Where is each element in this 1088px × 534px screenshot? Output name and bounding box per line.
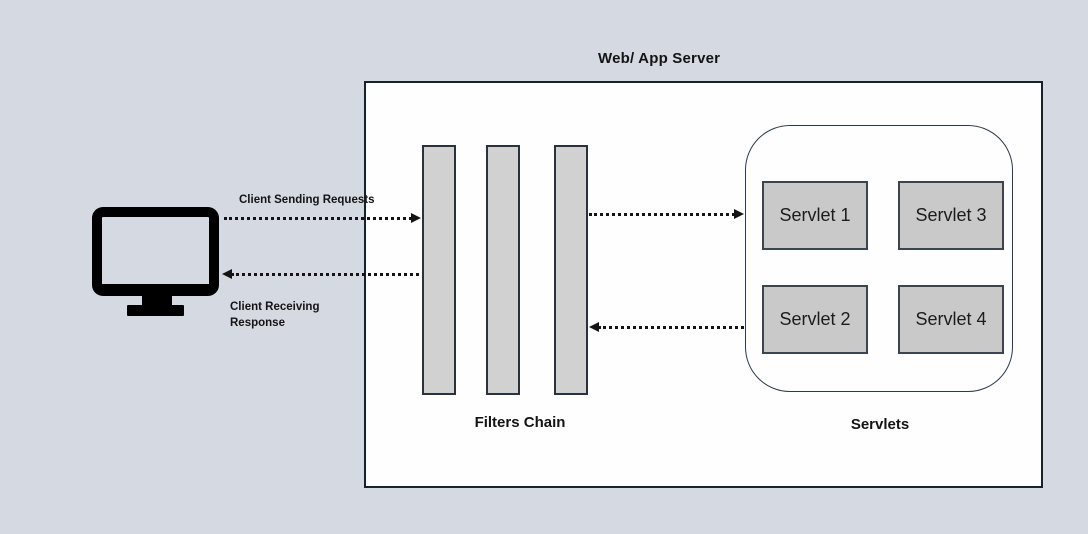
web-app-server-title: Web/ App Server <box>598 50 721 67</box>
monitor-stand-neck <box>142 294 172 306</box>
request-arrow <box>224 213 421 223</box>
arrow-head-left-icon <box>589 322 599 332</box>
arrow-head-left-icon <box>222 269 232 279</box>
servlet-4-box: Servlet 4 <box>898 285 1004 354</box>
servlets-to-filters-arrow <box>589 322 744 332</box>
filters-to-servlets-arrow <box>589 209 744 219</box>
servlet-1-box: Servlet 1 <box>762 181 868 250</box>
monitor-screen <box>92 207 219 296</box>
filter-bar-1 <box>422 145 456 395</box>
servlets-label: Servlets <box>850 416 910 433</box>
response-arrow <box>222 269 419 279</box>
client-receiving-response-label: Client Receiving Response <box>230 301 320 329</box>
arrow-head-right-icon <box>734 209 744 219</box>
client-sending-requests-label: Client Sending Requests <box>239 194 375 206</box>
servlet-3-box: Servlet 3 <box>898 181 1004 250</box>
filters-chain-label: Filters Chain <box>474 414 566 431</box>
arrow-head-right-icon <box>411 213 421 223</box>
monitor-stand-base <box>127 305 184 316</box>
filter-bar-3 <box>554 145 588 395</box>
servlet-2-box: Servlet 2 <box>762 285 868 354</box>
filter-bar-2 <box>486 145 520 395</box>
